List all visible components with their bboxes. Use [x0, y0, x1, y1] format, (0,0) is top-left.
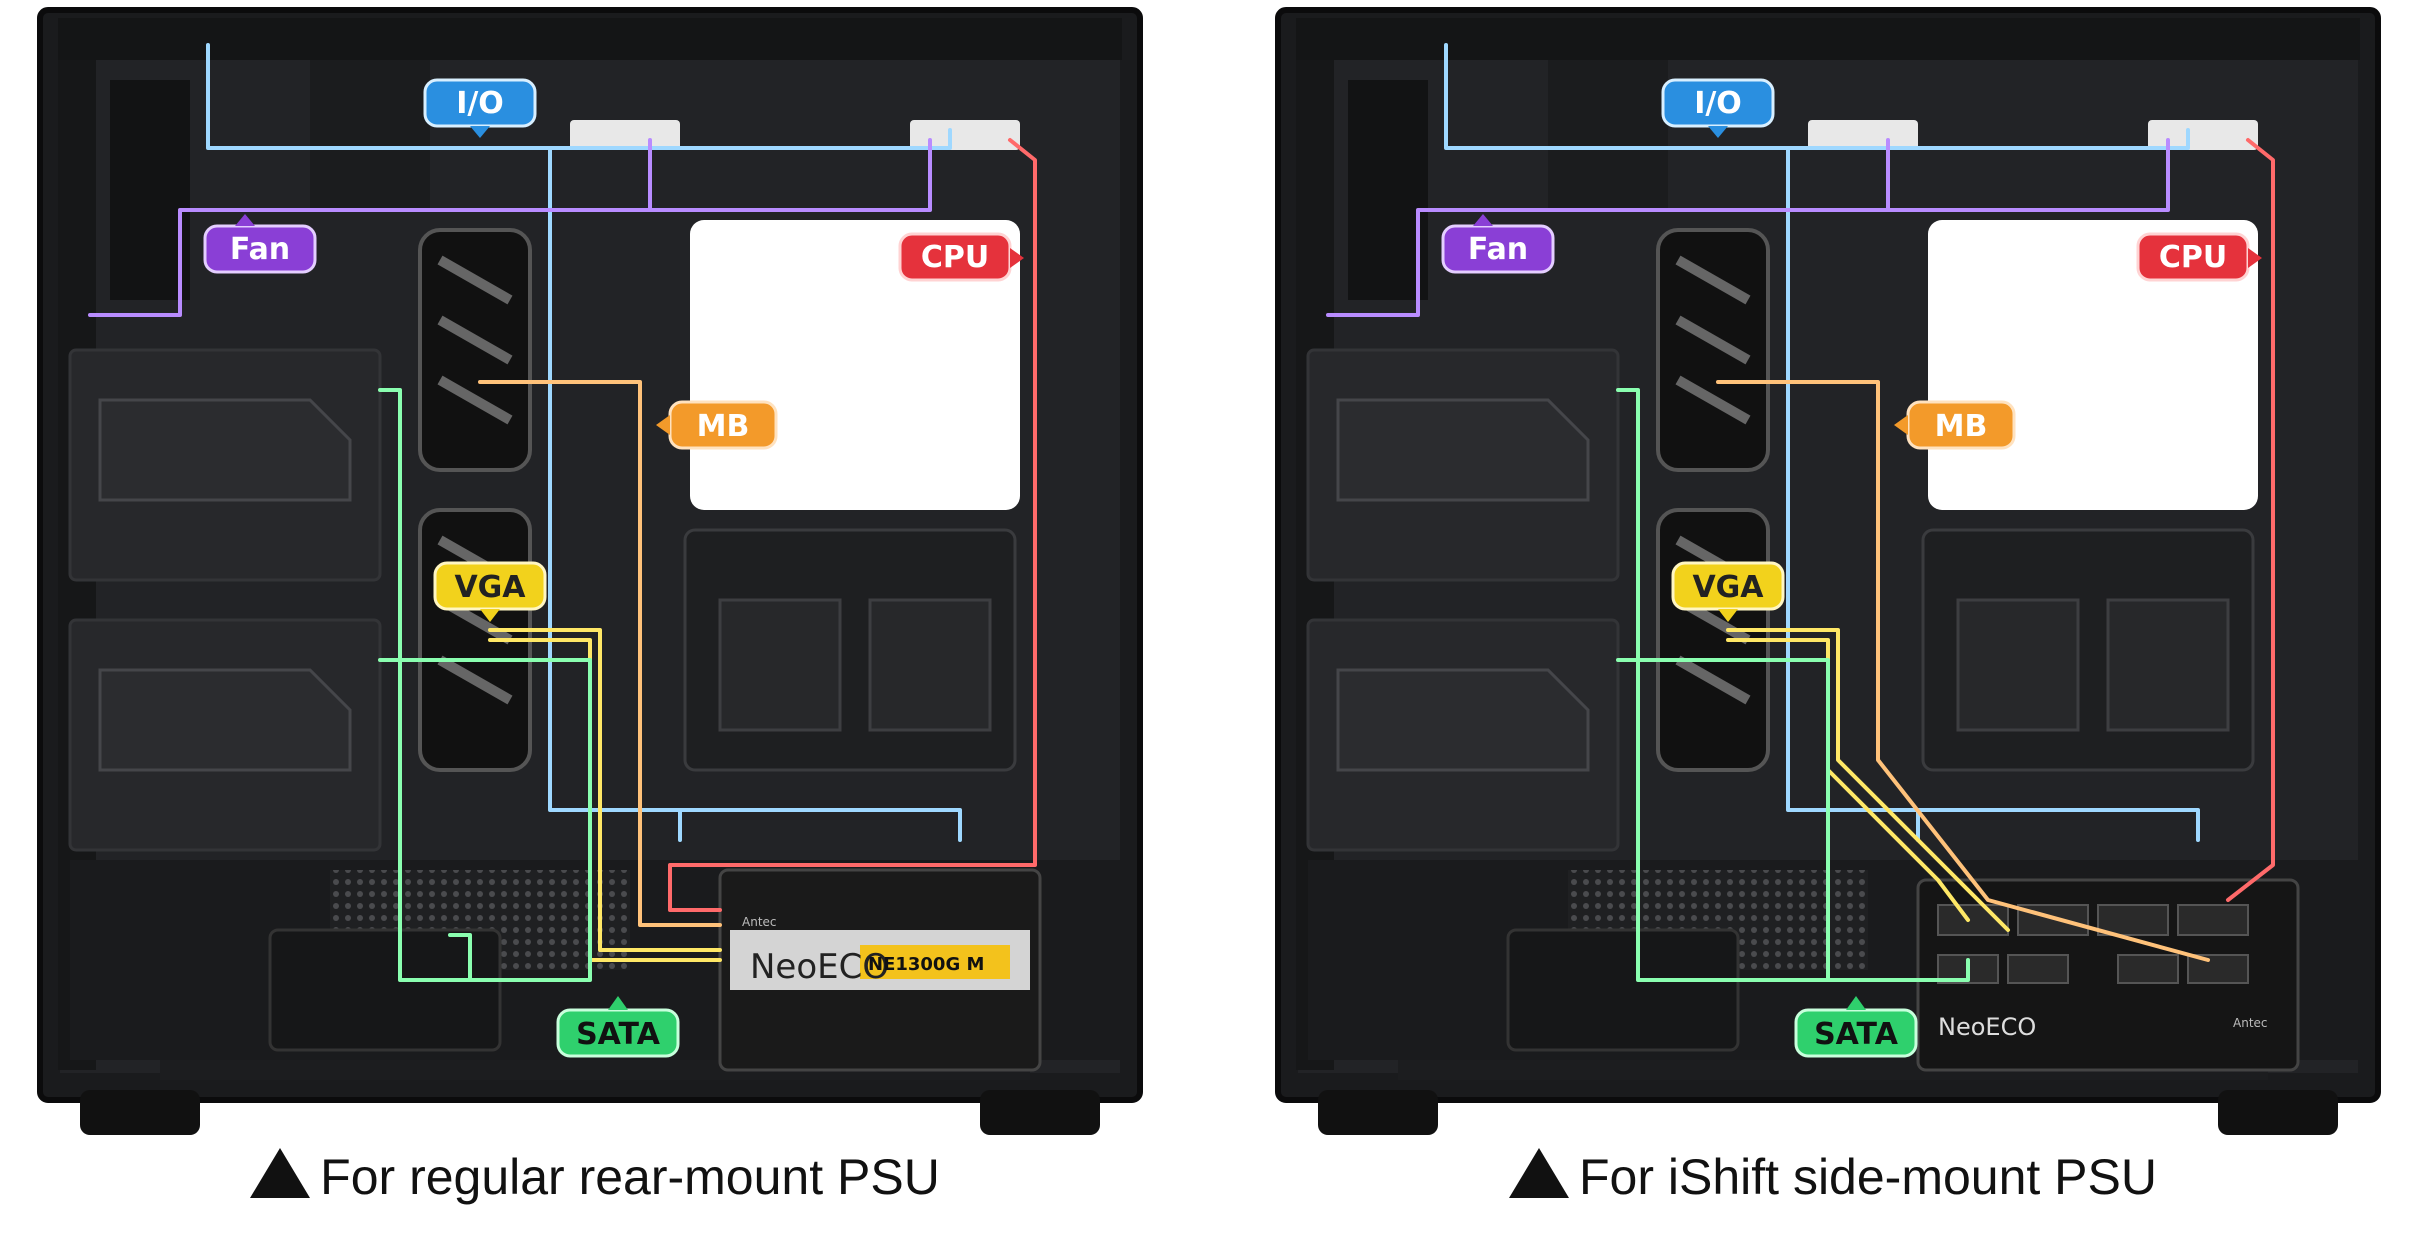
triangle-icon: [250, 1148, 311, 1198]
fan-label-text: Fan: [230, 232, 290, 267]
vga-label-text: VGA: [454, 570, 526, 605]
psu-unit: NeoECO NE1300G M Antec: [718, 868, 1042, 1072]
sata-label-text: SATA: [1814, 1017, 1899, 1052]
panel-side-mount: NeoECO Antec I/O Fan: [1268, 0, 2398, 1258]
cpu-label-text: CPU: [921, 240, 989, 275]
psu-small-text: Antec: [742, 915, 777, 929]
case-rear-view-rear-psu: NeoECO NE1300G M Antec I/O Fa: [37, 7, 1143, 1135]
io-label: I/O: [1661, 78, 1775, 138]
sata-cable-line-2: [448, 933, 472, 982]
io-cable-line: [206, 43, 952, 150]
sata-cable-line-2: [1826, 958, 1970, 982]
fan-label: Fan: [1441, 214, 1555, 274]
vga-label: VGA: [433, 561, 547, 622]
io-label-text: I/O: [456, 86, 504, 121]
psu-brand-text: NeoECO: [1938, 1013, 2036, 1041]
fan-cable-line: [88, 138, 932, 317]
psu-small-text: Antec: [2233, 1016, 2268, 1030]
sata-label: SATA: [556, 996, 680, 1058]
fan-label: Fan: [203, 214, 317, 274]
cpu-label: CPU: [2136, 232, 2262, 282]
caption-side-mount-text: For iShift side-mount PSU: [1579, 1149, 2157, 1205]
mb-label: MB: [656, 400, 778, 450]
vga-cable-line: [488, 628, 722, 952]
io-label-text: I/O: [1694, 86, 1742, 121]
io-cable-line-3: [1916, 808, 2200, 842]
mb-label-text: MB: [697, 409, 750, 444]
io-cable-line-2: [548, 146, 682, 842]
io-cable-line-3: [678, 808, 962, 842]
psu-model-text: NE1300G M: [868, 954, 984, 975]
triangle-icon: [1509, 1148, 1569, 1198]
cpu-cable-line: [668, 138, 1037, 912]
case-rear-view-side-psu: NeoECO Antec I/O Fan: [1275, 7, 2381, 1135]
vga-label: VGA: [1671, 561, 1785, 622]
io-label: I/O: [423, 78, 537, 138]
io-cable-line: [1444, 43, 2190, 150]
sata-label: SATA: [1794, 996, 1918, 1058]
panel-rear-mount: NeoECO NE1300G M Antec I/O Fa: [30, 0, 1160, 1258]
caption-rear-mount: For regular rear-mount PSU: [30, 1148, 1160, 1206]
psu-brand-text: NeoECO: [750, 947, 889, 987]
cpu-label: CPU: [898, 232, 1024, 282]
fan-label-text: Fan: [1468, 232, 1528, 267]
mb-label: MB: [1894, 400, 2016, 450]
mb-label-text: MB: [1935, 409, 1988, 444]
cpu-label-text: CPU: [2159, 240, 2227, 275]
io-cable-line-2: [1786, 146, 1920, 842]
mb-cable-line: [478, 380, 722, 927]
psu-unit: NeoECO Antec: [1916, 878, 2300, 1072]
vga-cable-line: [1726, 628, 2010, 932]
caption-side-mount: For iShift side-mount PSU: [1268, 1148, 2398, 1206]
mb-cable-line: [1716, 380, 2210, 962]
fan-cable-line: [1326, 138, 2170, 317]
sata-label-text: SATA: [576, 1017, 661, 1052]
cpu-cable-line: [2226, 138, 2275, 902]
sata-cable-line: [378, 388, 592, 982]
vga-label-text: VGA: [1692, 570, 1764, 605]
caption-rear-mount-text: For regular rear-mount PSU: [320, 1149, 940, 1205]
sata-cable-line: [1616, 388, 1830, 982]
